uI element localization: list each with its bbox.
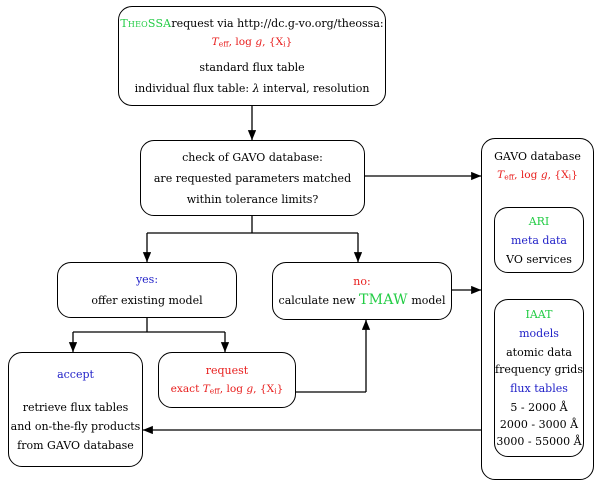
yes-label: yes: — [135, 273, 159, 286]
iaat-models: models — [519, 327, 559, 340]
iaat-atomic-data: atomic data — [506, 346, 572, 359]
ari-meta-data: meta data — [511, 233, 567, 247]
check-line-2: are requested parameters matched — [153, 171, 352, 185]
iaat-title: IAAT — [525, 308, 553, 321]
no-label: no: — [353, 274, 371, 288]
node-request-exact-params[interactable]: request exact Teff, log g, {Xi} — [158, 352, 296, 408]
gavo-params: Teff, log g, {Xi} — [497, 169, 578, 182]
yes-text: offer existing model — [91, 294, 203, 307]
node-ari[interactable]: ARI meta data VO services — [494, 207, 584, 273]
request-params-label: request — [205, 363, 249, 377]
ari-title: ARI — [528, 214, 550, 228]
request-line-4: individual flux table: λ interval, resol… — [134, 81, 370, 95]
node-theossa-request[interactable]: TheoSSArequest via http://dc.g-vo.org/th… — [118, 6, 386, 106]
iaat-frequency-grids: frequency grids — [495, 363, 583, 376]
request-line-1-rest: request via http://dc.g-vo.org/theossa: — [171, 17, 384, 31]
accept-label: accept — [57, 367, 94, 381]
request-params: Teff, log g, {Xi} — [211, 36, 293, 50]
node-yes-offer-existing-model[interactable]: yes: offer existing model — [57, 262, 237, 318]
gavo-title: GAVO database — [494, 150, 581, 163]
iaat-range-1: 5 - 2000 Å — [510, 401, 568, 414]
node-no-calculate-new-model[interactable]: no: calculate new TMAW model — [272, 262, 452, 320]
iaat-flux-tables: flux tables — [510, 382, 568, 395]
accept-line-1: retrieve flux tables — [22, 400, 129, 414]
accept-line-2: and on-the-fly products — [10, 419, 141, 433]
request-line-1: TheoSSArequest via http://dc.g-vo.org/th… — [120, 18, 383, 29]
request-params-values: exact Teff, log g, {Xi} — [170, 382, 284, 396]
panel-gavo-database[interactable]: GAVO database Teff, log g, {Xi} ARI meta… — [481, 138, 594, 480]
tmaw-brand: TMAW — [359, 291, 408, 308]
check-line-1: check of GAVO database: — [182, 150, 323, 164]
node-check-gavo-database[interactable]: check of GAVO database: are requested pa… — [140, 140, 365, 216]
accept-line-3: from GAVO database — [17, 438, 134, 452]
request-line-3: standard flux table — [199, 60, 305, 74]
no-text: calculate new TMAW model — [278, 291, 446, 308]
ari-vo-services: VO services — [506, 252, 572, 266]
node-iaat[interactable]: IAAT models atomic data frequency grids … — [494, 299, 584, 457]
node-accept-retrieve[interactable]: accept retrieve flux tables and on-the-f… — [8, 352, 143, 467]
iaat-range-2: 2000 - 3000 Å — [499, 418, 579, 431]
check-line-3: within tolerance limits? — [186, 192, 319, 206]
theossa-brand: TheoSSA — [120, 17, 172, 31]
iaat-range-3: 3000 - 55000 Å — [496, 435, 582, 448]
